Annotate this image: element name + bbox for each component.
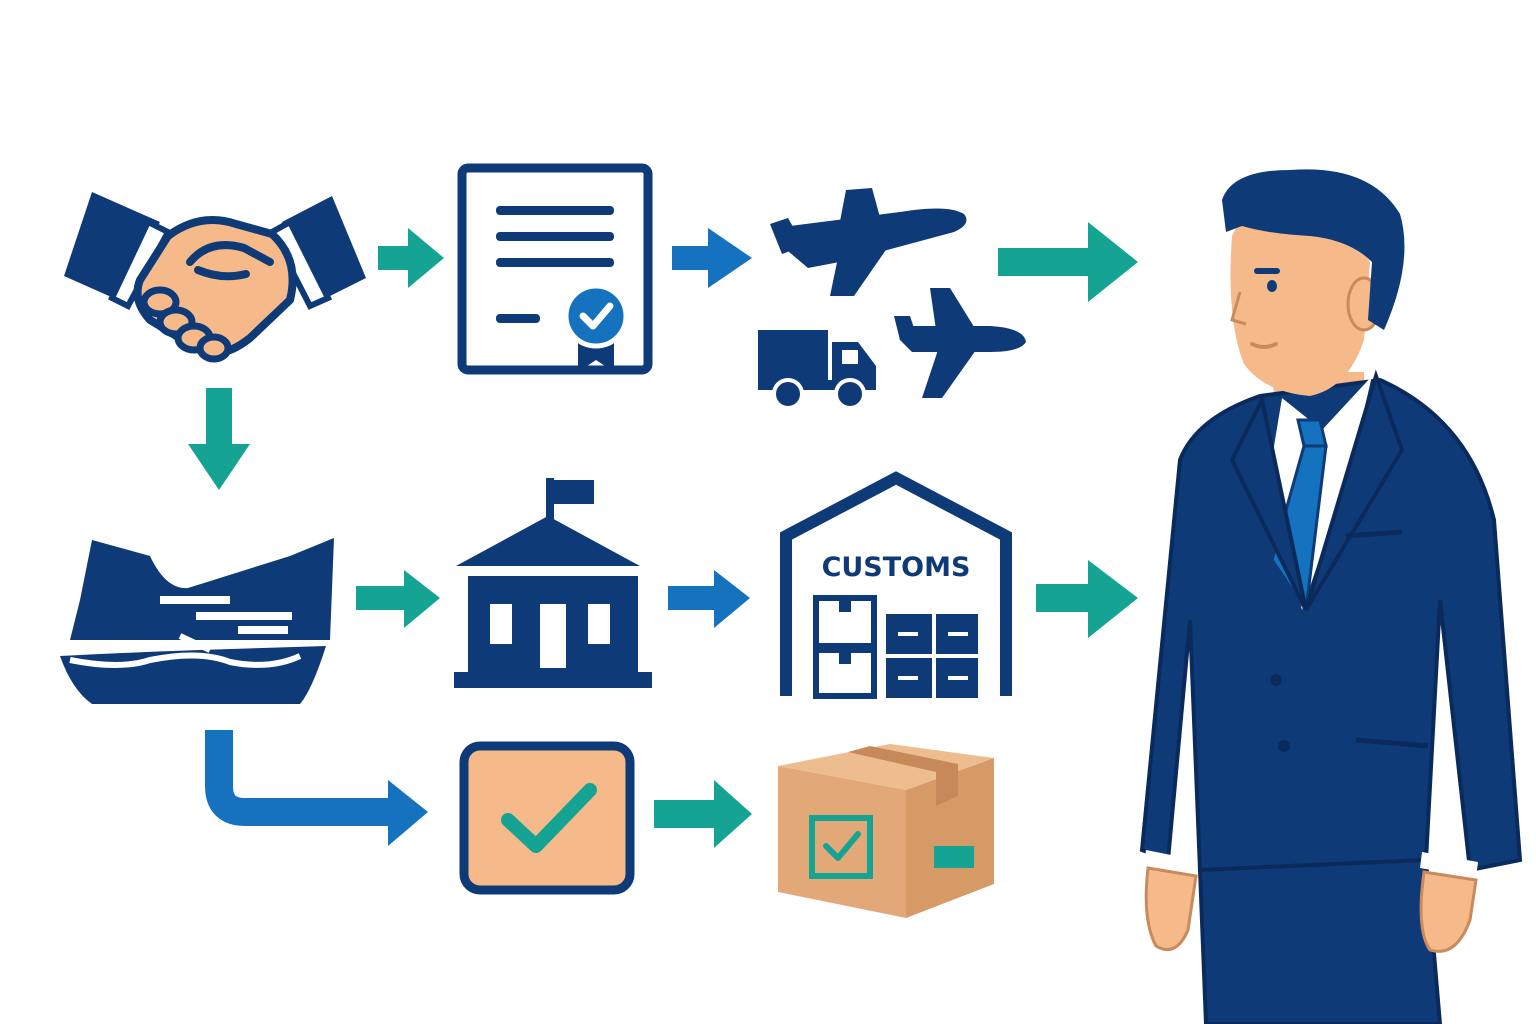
businessman-illustration [1139,169,1523,1024]
customs-warehouse-icon: CUSTOMS [780,471,1012,699]
government-building-icon [454,478,652,688]
arrow-approval-to-package [654,780,752,848]
arrow-certificate-to-transport [672,228,752,288]
checked-package-icon [778,744,994,918]
arrow-transport-to-businessman [998,222,1138,302]
customs-label: CUSTOMS [822,552,971,583]
plane-and-truck-icon [758,188,1026,410]
cargo-ship-icon [60,538,334,704]
arrow-ship-to-government [356,570,440,628]
arrow-handshake-to-certificate [378,228,444,288]
certified-document-icon [457,163,653,375]
airplane-icon [770,188,967,296]
handshake-icon [64,192,366,363]
arrow-ship-to-approval [205,730,428,846]
truck-icon [758,330,876,410]
airplane-icon [894,288,1026,398]
arrow-government-to-customs [668,570,750,628]
arrow-customs-to-businessman [1036,560,1138,638]
arrow-handshake-to-ship [188,388,250,490]
checkbox-approved-icon [459,741,635,895]
